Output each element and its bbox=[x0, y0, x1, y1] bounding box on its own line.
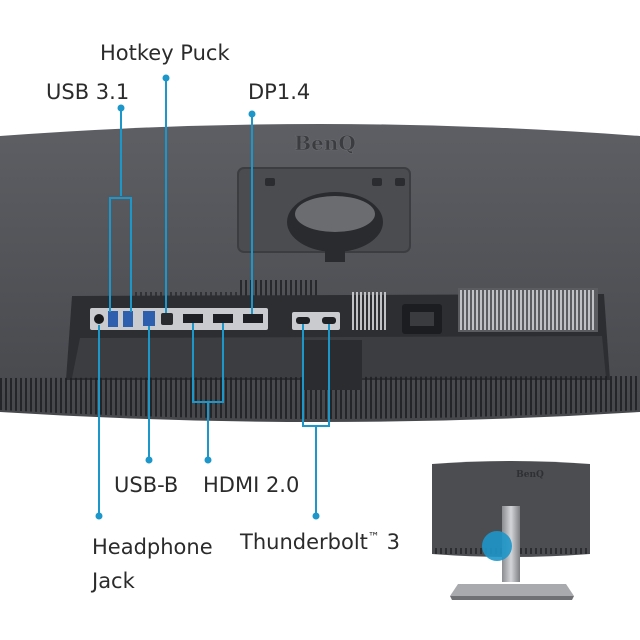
usb31-port-1 bbox=[108, 311, 118, 327]
thunderbolt-version: 3 bbox=[379, 530, 400, 554]
headphone-line-1: Headphone bbox=[92, 535, 213, 559]
label-dp14: DP1.4 bbox=[248, 80, 311, 104]
hdmi-port-1 bbox=[183, 314, 203, 323]
hdmi-port-2 bbox=[213, 314, 233, 323]
label-hotkey-puck: Hotkey Puck bbox=[100, 41, 230, 65]
monitor-back: BenQ bbox=[0, 124, 640, 422]
dp-port bbox=[243, 314, 263, 323]
inset-stand-base bbox=[450, 584, 574, 596]
label-headphone-jack: Headphone Jack bbox=[92, 530, 213, 598]
trademark-mark: ™ bbox=[367, 530, 380, 544]
headphone-line-2: Jack bbox=[92, 569, 135, 593]
inset-monitor-thumbnail: BenQ bbox=[432, 461, 590, 600]
benq-logo: BenQ bbox=[294, 131, 356, 155]
headphone-port bbox=[94, 314, 104, 324]
label-usb-31: USB 3.1 bbox=[46, 80, 130, 104]
inset-benq-logo: BenQ bbox=[516, 470, 544, 480]
thunderbolt-port-2 bbox=[322, 317, 336, 324]
hotkey-puck-port bbox=[161, 313, 173, 325]
thunderbolt-text: Thunderbolt bbox=[240, 530, 368, 554]
callout-lines bbox=[95, 74, 330, 520]
label-thunderbolt: Thunderbolt™ 3 bbox=[240, 525, 400, 554]
label-hdmi: HDMI 2.0 bbox=[203, 473, 300, 497]
thunderbolt-port-1 bbox=[296, 317, 310, 324]
inset-highlight-dot bbox=[482, 531, 512, 561]
usb-b-port bbox=[143, 311, 155, 326]
label-usb-b: USB-B bbox=[114, 473, 179, 497]
usb31-port-2 bbox=[123, 311, 133, 327]
